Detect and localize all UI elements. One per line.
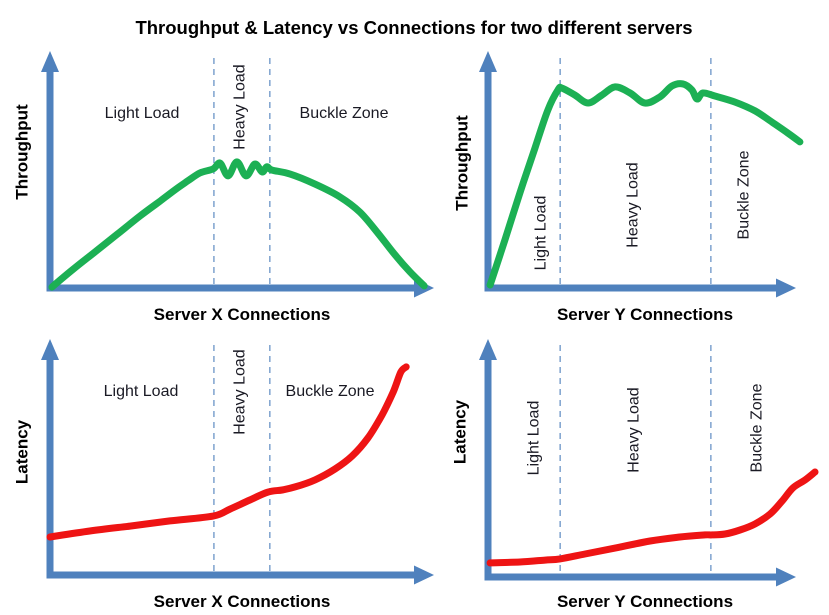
x-axis-arrow-icon — [776, 278, 796, 298]
y-axis-title: Throughput — [13, 104, 32, 200]
y-axis-arrow-icon — [479, 51, 497, 72]
zone-label-heavy-load: Heavy Load — [232, 64, 249, 149]
panel-throughput-server-x: Throughput Server X Connections Light Lo… — [13, 51, 434, 324]
panel-latency-server-x: Latency Server X Connections Light Load … — [13, 339, 434, 611]
x-axis-title: Server X Connections — [154, 305, 331, 324]
throughput-curve — [486, 80, 804, 289]
zone-label-light-load: Light Load — [533, 196, 550, 271]
latency-curve — [486, 468, 819, 567]
zone-label-light-load: Light Load — [526, 401, 543, 476]
panel-latency-server-y: Latency Server Y Connections Light Load … — [451, 339, 819, 611]
x-axis-title: Server Y Connections — [557, 592, 733, 611]
zone-label-light-load: Light Load — [105, 105, 180, 122]
zone-label-heavy-load: Heavy Load — [626, 387, 643, 472]
zone-label-buckle-zone: Buckle Zone — [286, 383, 375, 400]
zone-label-heavy-load: Heavy Load — [232, 349, 249, 434]
latency-curve — [46, 363, 410, 541]
zone-label-buckle-zone: Buckle Zone — [736, 150, 753, 239]
y-axis-arrow-icon — [479, 339, 497, 360]
panel-throughput-server-y: Throughput Server Y Connections Light Lo… — [453, 51, 804, 324]
y-axis-arrow-icon — [41, 339, 59, 360]
zone-label-light-load: Light Load — [104, 383, 179, 400]
y-axis-title: Throughput — [453, 115, 472, 211]
y-axis-title: Latency — [13, 419, 32, 484]
chart-title: Throughput & Latency vs Connections for … — [135, 17, 692, 38]
x-axis-title: Server X Connections — [154, 592, 331, 611]
x-axis-arrow-icon — [776, 567, 796, 587]
zone-label-buckle-zone: Buckle Zone — [300, 105, 389, 122]
throughput-curve — [48, 158, 428, 291]
zone-label-heavy-load: Heavy Load — [625, 162, 642, 247]
y-axis-title: Latency — [451, 399, 470, 464]
zone-label-buckle-zone: Buckle Zone — [749, 383, 766, 472]
x-axis-arrow-icon — [414, 565, 434, 585]
y-axis-arrow-icon — [41, 51, 59, 72]
x-axis-title: Server Y Connections — [557, 305, 733, 324]
